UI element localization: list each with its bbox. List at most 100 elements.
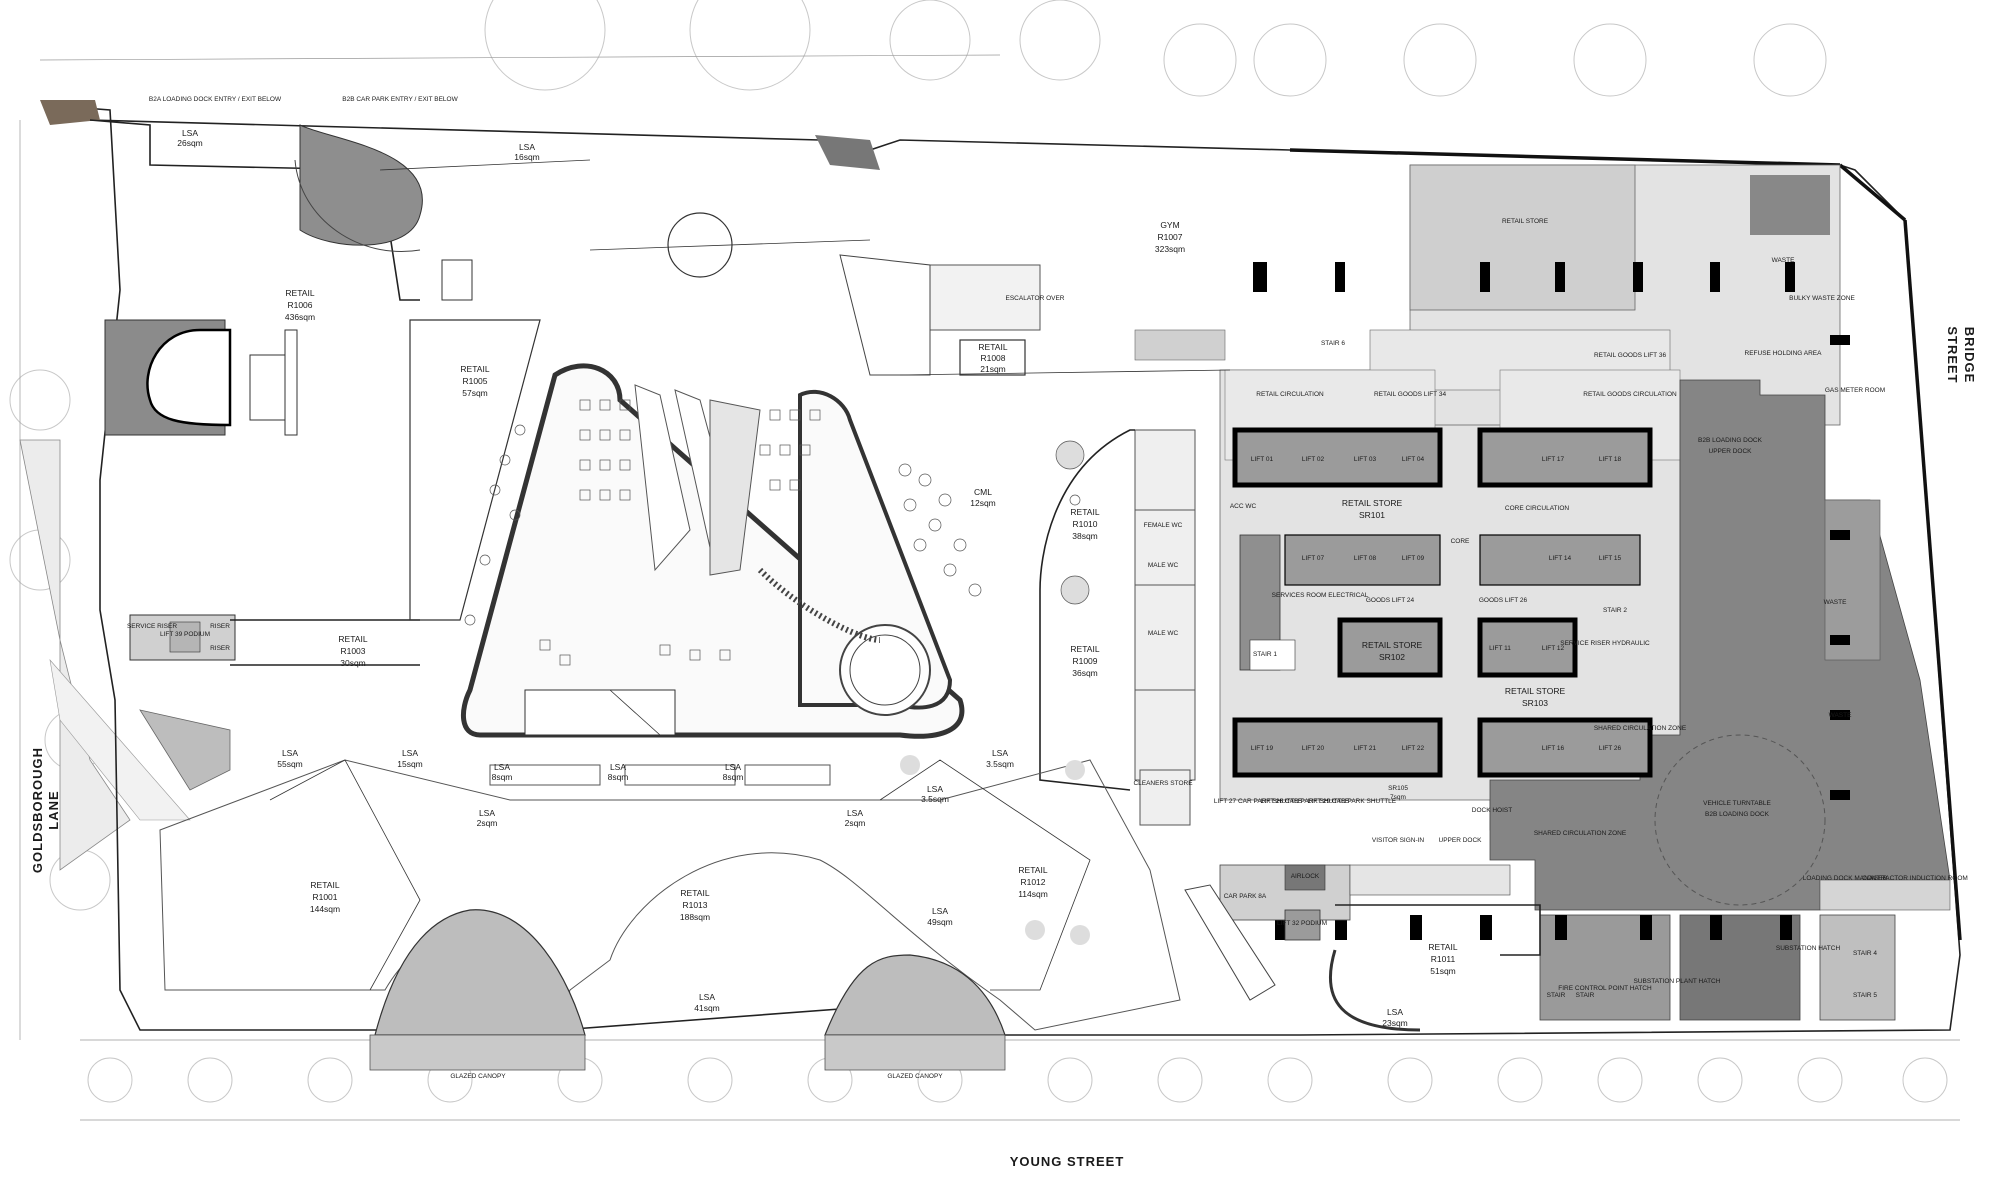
core-circ-label: CORE CIRCULATION (1505, 505, 1569, 512)
r1006-name: RETAIL (285, 288, 314, 298)
lift-27-label: LIFT 27 CAR PARK SHUTTLE (1214, 798, 1303, 805)
r1012-name: RETAIL (1018, 865, 1047, 875)
stair-5-label: STAIR 5 (1853, 992, 1877, 999)
fire-control-label: FIRE CONTROL POINT HATCH (1558, 985, 1652, 992)
lsa-35-area: 3.5sqm (986, 759, 1014, 769)
visitor-sign-label: VISITOR SIGN-IN (1372, 837, 1425, 844)
upper-dock-label: UPPER DOCK (1439, 837, 1483, 844)
male-wc-1-label: MALE WC (1148, 562, 1179, 569)
retail-goods-36-label: RETAIL GOODS LIFT 36 (1594, 352, 1667, 359)
dock-hoist-label: DOCK HOIST (1472, 807, 1512, 814)
carpark-entry-note: B2B CAR PARK ENTRY / EXIT BELOW (342, 96, 458, 103)
lsa-26-area: 26sqm (177, 138, 203, 148)
service-riser-hyd-label: SERVICE RISER HYDRAULIC (1560, 640, 1650, 647)
male-wc-2-label: MALE WC (1148, 630, 1179, 637)
stair-a-label: STAIR (1547, 992, 1566, 999)
lsa-41-name: LSA (699, 992, 715, 1002)
lift-label: LIFT 03 (1354, 456, 1377, 463)
lift-label: LIFT 07 (1302, 555, 1325, 562)
sr102-name: RETAIL STORE (1362, 640, 1423, 650)
r1013-name: RETAIL (680, 888, 709, 898)
r1001-area: 144sqm (310, 904, 340, 914)
lsa-8c-name: LSA (725, 762, 741, 772)
gym-code: R1007 (1157, 232, 1182, 242)
r1009-code: R1009 (1072, 656, 1097, 666)
canopy-label-1: GLAZED CANOPY (450, 1073, 506, 1080)
lsa-23-area: 23sqm (1382, 1018, 1408, 1028)
lsa-2a-name: LSA (479, 808, 495, 818)
r1009-name: RETAIL (1070, 644, 1099, 654)
r1013-code: R1013 (682, 900, 707, 910)
r1005-area: 57sqm (462, 388, 488, 398)
airlock-label: AIRLOCK (1291, 873, 1320, 880)
seating-furniture (464, 353, 1090, 666)
upper-dock-top-label: UPPER DOCK (1709, 448, 1753, 455)
r1003-name: RETAIL (338, 634, 367, 644)
lsa-35b-name: LSA (927, 784, 943, 794)
sr-small-area: 7sqm (1390, 794, 1406, 801)
lift-29-label: LIFT 29 CAR PARK SHUTTLE (1308, 798, 1397, 805)
retail-circ-label: RETAIL CIRCULATION (1256, 391, 1324, 398)
r1011-code: R1011 (1431, 954, 1456, 964)
retail-store-top-label: RETAIL STORE (1502, 218, 1549, 225)
shared-circ-label: SHARED CIRCULATION ZONE (1594, 725, 1687, 732)
room-labels: B2A LOADING DOCK ENTRY / EXIT BELOW B2B … (127, 96, 1968, 1080)
street-labels: BRIDGE STREET GOLDSBOROUGH LANE YOUNG ST… (30, 326, 1977, 1169)
refuse-label: REFUSE HOLDING AREA (1745, 350, 1823, 357)
loading-entry-note: B2A LOADING DOCK ENTRY / EXIT BELOW (149, 96, 282, 103)
substation-plant-label: SUBSTATION PLANT HATCH (1634, 978, 1721, 985)
goldsborough-lane-line1: GOLDSBOROUGH (30, 747, 45, 873)
goldsborough-lane-line2: LANE (46, 790, 61, 829)
lift-label: LIFT 15 (1599, 555, 1622, 562)
r1008-name: RETAIL (978, 342, 1007, 352)
lsa-2b-area: 2sqm (845, 818, 866, 828)
lsa-8a-name: LSA (494, 762, 510, 772)
stair-6-label: STAIR 6 (1321, 340, 1345, 347)
lift-labels: LIFT 01 LIFT 02 LIFT 03 LIFT 04 LIFT 17 … (1251, 456, 1622, 752)
gym-name: GYM (1160, 220, 1179, 230)
lsa-15-area: 15sqm (397, 759, 423, 769)
lift-label: LIFT 02 (1302, 456, 1325, 463)
atrium-void (460, 363, 965, 739)
lift-label: LIFT 01 (1251, 456, 1274, 463)
cleaners-label: CLEANERS STORE (1133, 780, 1193, 787)
lift-label: LIFT 09 (1402, 555, 1425, 562)
riser-1-label: RISER (210, 623, 230, 630)
lsa-49-area: 49sqm (927, 917, 953, 927)
lsa-35-name: LSA (992, 748, 1008, 758)
substation-hatch-label: SUBSTATION HATCH (1776, 945, 1841, 952)
r1010-area: 38sqm (1072, 531, 1098, 541)
gym-area (589, 212, 1231, 376)
retail-goods-34-label: RETAIL GOODS LIFT 34 (1374, 391, 1447, 398)
lift-label: LIFT 18 (1599, 456, 1622, 463)
retail-frontage (159, 755, 1181, 1071)
stair-b-label: STAIR (1576, 992, 1595, 999)
lift-label: LIFT 14 (1549, 555, 1572, 562)
lsa-16-name: LSA (519, 142, 535, 152)
lift-label: LIFT 16 (1542, 745, 1565, 752)
riser-2-label: RISER (210, 645, 230, 652)
lift-label: LIFT 17 (1542, 456, 1565, 463)
r1005-name: RETAIL (460, 364, 489, 374)
r1001-code: R1001 (312, 892, 337, 902)
structural-columns (1253, 262, 1850, 940)
wc-strip (1039, 429, 1196, 826)
r1011-name: RETAIL (1428, 942, 1457, 952)
lsa-55-name: LSA (282, 748, 298, 758)
lsa-41-area: 41sqm (694, 1003, 720, 1013)
lift-label: LIFT 04 (1402, 456, 1425, 463)
lift-28-label: LIFT 28 CAR PARK SHUTTLE (1261, 798, 1350, 805)
lift-label: LIFT 11 (1489, 645, 1511, 652)
stair-1-label: STAIR 1 (1253, 651, 1277, 658)
r1006-code: R1006 (287, 300, 312, 310)
lsa-8c-area: 8sqm (723, 772, 744, 782)
car-park-label: CAR PARK 8A (1224, 893, 1267, 900)
retail-r1006-zone (89, 119, 591, 666)
lsa-49-name: LSA (932, 906, 948, 916)
sr101-code: SR101 (1359, 510, 1385, 520)
female-wc-label: FEMALE WC (1144, 522, 1183, 529)
sr101-name: RETAIL STORE (1342, 498, 1403, 508)
loading-dock-label: B2B LOADING DOCK (1698, 437, 1763, 444)
young-street: YOUNG STREET (1010, 1154, 1125, 1169)
bulky-waste-label: BULKY WASTE ZONE (1789, 295, 1855, 302)
